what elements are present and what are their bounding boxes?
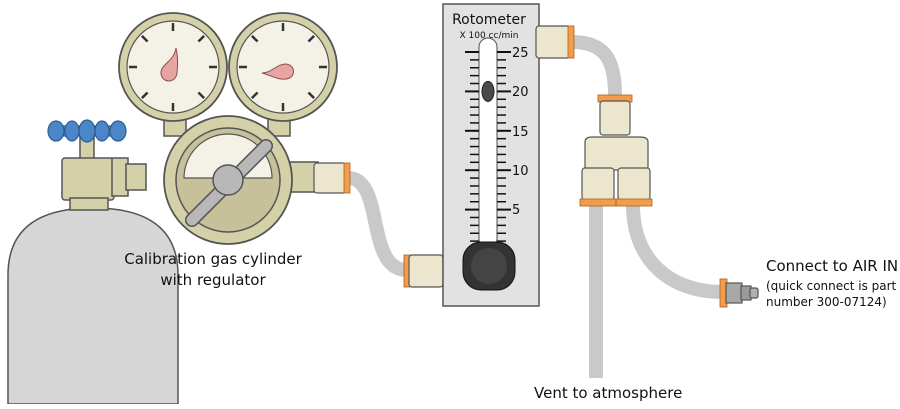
vent-label: Vent to atmosphere: [534, 384, 683, 402]
rotometer-float: [481, 80, 495, 102]
air-in-label: Connect to AIR IN: [766, 257, 899, 275]
scale-label-25: 25: [512, 46, 529, 61]
gauge-tick: [141, 35, 149, 43]
gauge-needle-high: [160, 47, 179, 82]
pressure-gauge-high: [118, 12, 228, 122]
valve-knob[interactable]: [47, 119, 127, 143]
tube-rotometer-to-tee: [571, 35, 622, 96]
rotometer-title: Rotometer: [452, 12, 526, 28]
gauge-needle-low: [261, 63, 294, 80]
regulator-outlet-fitting: [313, 162, 351, 194]
rotometer: [442, 3, 540, 307]
gauge-tick: [251, 91, 259, 99]
tee-fitting: [579, 94, 653, 207]
gauge-tick: [141, 91, 149, 99]
rotometer-inlet-fitting: [403, 254, 444, 288]
quick-connect[interactable]: [719, 278, 759, 308]
scale-label-5: 5: [512, 203, 520, 218]
tubing: [346, 35, 723, 378]
gauge-tick: [307, 91, 315, 99]
scale-label-15: 15: [512, 125, 529, 140]
air-in-note-line1: (quick connect is part: [766, 279, 897, 293]
scale-label-20: 20: [512, 85, 529, 100]
gauge-tick: [251, 35, 259, 43]
air-in-note-line2: number 300-07124): [766, 295, 887, 309]
scale-label-10: 10: [512, 164, 529, 179]
cylinder-label: Calibration gas cylinder with regulator: [113, 249, 313, 291]
gas-cylinder: [7, 207, 179, 405]
tube-air-in: [626, 204, 723, 299]
gauge-tick: [197, 91, 205, 99]
rotometer-outlet-fitting: [535, 25, 575, 59]
rotometer-scale-labels: 25 20 15 10 5: [512, 46, 529, 218]
cylinder-valve: [61, 134, 147, 211]
gauge-tick: [197, 35, 205, 43]
gauge-tick: [307, 35, 315, 43]
cylinder-label-line2: with regulator: [160, 271, 266, 289]
rotometer-units: X 100 cc/min: [460, 31, 519, 41]
cylinder-label-line1: Calibration gas cylinder: [124, 250, 302, 268]
tube-regulator-to-rotometer: [346, 171, 409, 277]
pressure-gauge-low: [228, 12, 338, 122]
